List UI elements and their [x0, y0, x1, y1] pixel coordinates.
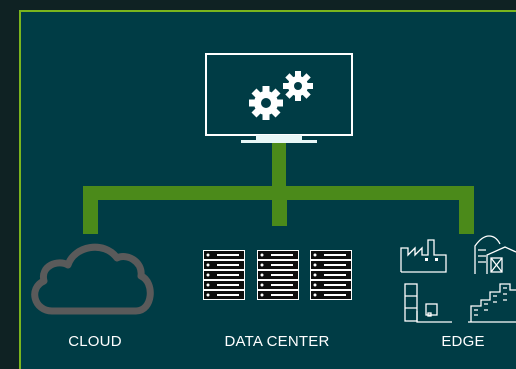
data-center-label: DATA CENTER [224, 333, 330, 350]
city-icon [468, 283, 516, 323]
cloud-label: CLOUD [68, 333, 122, 350]
warehouse-icon [404, 283, 452, 323]
cloud-icon [31, 243, 154, 315]
gears-icon [249, 71, 313, 120]
monitor-icon [205, 53, 353, 143]
barn-icon [474, 235, 516, 274]
connector-lines [83, 143, 474, 234]
server-rack-icon [203, 250, 352, 300]
edge-label: EDGE [441, 333, 485, 350]
factory-icon [400, 239, 447, 273]
